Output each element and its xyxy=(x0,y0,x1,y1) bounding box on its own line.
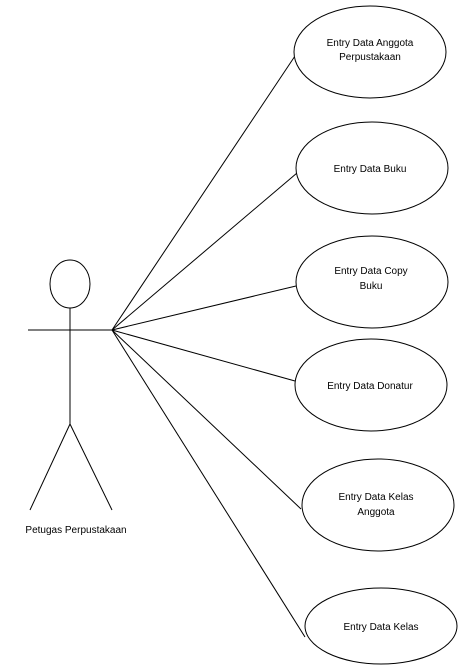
use-case: Entry Data Copy Buku xyxy=(295,235,449,329)
association-line xyxy=(111,285,297,331)
actor-figure xyxy=(28,259,113,511)
use-case-label: Entry Data Kelas xyxy=(338,492,413,503)
actor-label: Petugas Perpustakaan xyxy=(25,525,126,536)
actor-head xyxy=(49,259,91,309)
association-line xyxy=(111,329,296,382)
association-line xyxy=(111,172,298,331)
use-case-label: Entry Data Buku xyxy=(334,164,407,175)
actor-left-leg xyxy=(29,423,71,511)
use-case: Entry Data Kelas xyxy=(304,587,458,665)
use-case: Entry Data Donatur xyxy=(294,338,448,432)
use-case-label: Entry Data Copy xyxy=(334,266,407,277)
use-case: Entry Data Buku xyxy=(295,121,449,215)
use-case-label: Perpustakaan xyxy=(339,52,401,63)
use-case-label: Anggota xyxy=(357,507,395,518)
use-case: Entry Data Kelas Anggota xyxy=(301,458,455,552)
use-case-label: Entry Data Anggota xyxy=(327,38,414,49)
association-line xyxy=(111,46,302,331)
use-case-label: Entry Data Kelas xyxy=(343,622,418,633)
association-line xyxy=(111,329,306,638)
use-case-label: Buku xyxy=(360,281,383,292)
actor-right-leg xyxy=(69,423,113,511)
use-case-label: Entry Data Donatur xyxy=(327,381,413,392)
use-case: Entry Data Anggota Perpustakaan xyxy=(293,5,447,99)
association-line xyxy=(111,329,302,510)
associations xyxy=(111,46,306,638)
